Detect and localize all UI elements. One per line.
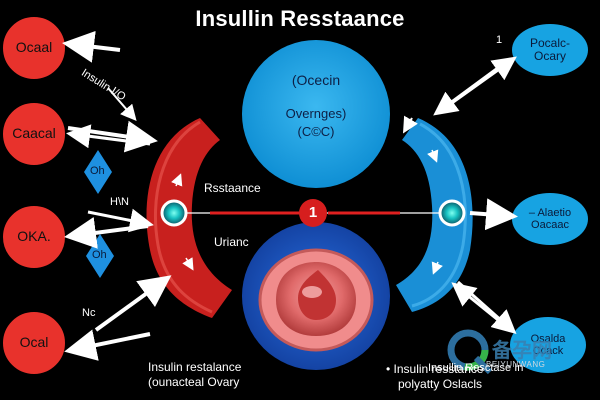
right-oval-label-2: – Alaetio Oacaac bbox=[528, 206, 572, 231]
arrow-left-5 bbox=[87, 208, 154, 233]
arrow-left-6 bbox=[94, 275, 172, 332]
right-oval-label-1: Pocalc- Ocary bbox=[529, 35, 570, 63]
arrow-right-6 bbox=[402, 115, 418, 134]
arrow-right-2 bbox=[433, 60, 507, 116]
watermark-cn: 备孕网 bbox=[492, 338, 552, 362]
bottom-left-caption-1: Insulin restalance bbox=[148, 360, 242, 374]
right-oval-1 bbox=[512, 24, 588, 76]
label-urianc: Urianc bbox=[214, 235, 249, 249]
right-node bbox=[438, 199, 466, 227]
right-oval-3 bbox=[510, 317, 586, 373]
left-red-arc bbox=[146, 118, 232, 318]
bottom-right-caption-2: polyatty Oslacls bbox=[398, 377, 483, 391]
top-circle-line-3: (C©C) bbox=[297, 124, 335, 139]
label-diamond-bottom: Oh bbox=[92, 249, 107, 261]
left-node bbox=[160, 199, 188, 227]
ovary-highlight bbox=[302, 286, 322, 298]
arrow-right-3 bbox=[469, 198, 518, 231]
label-resistance: Rsstaance bbox=[204, 181, 261, 195]
left-circle-label-4: Ocal bbox=[19, 334, 49, 351]
arrow-left-3 bbox=[66, 124, 151, 149]
right-blue-arc bbox=[396, 118, 473, 312]
label-nc: Nc bbox=[82, 307, 96, 319]
top-circle-line-2: Overnges) bbox=[285, 106, 347, 121]
left-circle-label-1: Ocaal bbox=[15, 39, 53, 56]
watermark-logo-tail bbox=[473, 355, 493, 375]
arrow-right-5 bbox=[451, 282, 509, 330]
top-right-number: 1 bbox=[496, 34, 503, 46]
arc-arrow-2 bbox=[182, 257, 194, 271]
left-red-arc-highlight bbox=[153, 120, 213, 314]
arrow-left-8 bbox=[107, 87, 137, 122]
label-right-annotation: Insullin Resctase In bbox=[428, 362, 524, 374]
right-blue-arc-highlight bbox=[411, 122, 467, 308]
left-circle-label-2: Caacal bbox=[12, 125, 56, 142]
right-oval-2 bbox=[512, 193, 588, 245]
label-hn: H\N bbox=[110, 196, 129, 208]
top-circle-line-1: (Ocecin bbox=[291, 72, 341, 88]
left-circle-label-3: OKA. bbox=[17, 228, 51, 245]
bottom-right-caption-1: • Insulin resstance bbox=[386, 362, 484, 376]
top-blue-circle bbox=[242, 40, 390, 188]
watermark-latin: BEIYUNWANG bbox=[486, 360, 546, 369]
diagram-title: Insullin Resstaance bbox=[195, 6, 405, 31]
arrow-left-1 bbox=[62, 30, 121, 63]
watermark-logo-accent bbox=[447, 329, 489, 371]
left-circle-2 bbox=[1, 101, 67, 167]
bottom-left-caption-2: (ounacteal Ovary bbox=[148, 375, 240, 389]
arrow-left-7 bbox=[64, 329, 151, 361]
diamond-top bbox=[84, 150, 112, 194]
center-number-badge bbox=[299, 199, 327, 227]
arrow-left-4 bbox=[64, 217, 149, 249]
label-diamond-top: Oh bbox=[90, 165, 105, 177]
arc-arrow-4 bbox=[431, 261, 443, 275]
arc-arrow-3 bbox=[427, 149, 439, 163]
right-oval-label-3: Osalda Ccack bbox=[530, 332, 566, 357]
center-number: 1 bbox=[308, 204, 318, 221]
arc-arrow-1 bbox=[171, 173, 183, 187]
